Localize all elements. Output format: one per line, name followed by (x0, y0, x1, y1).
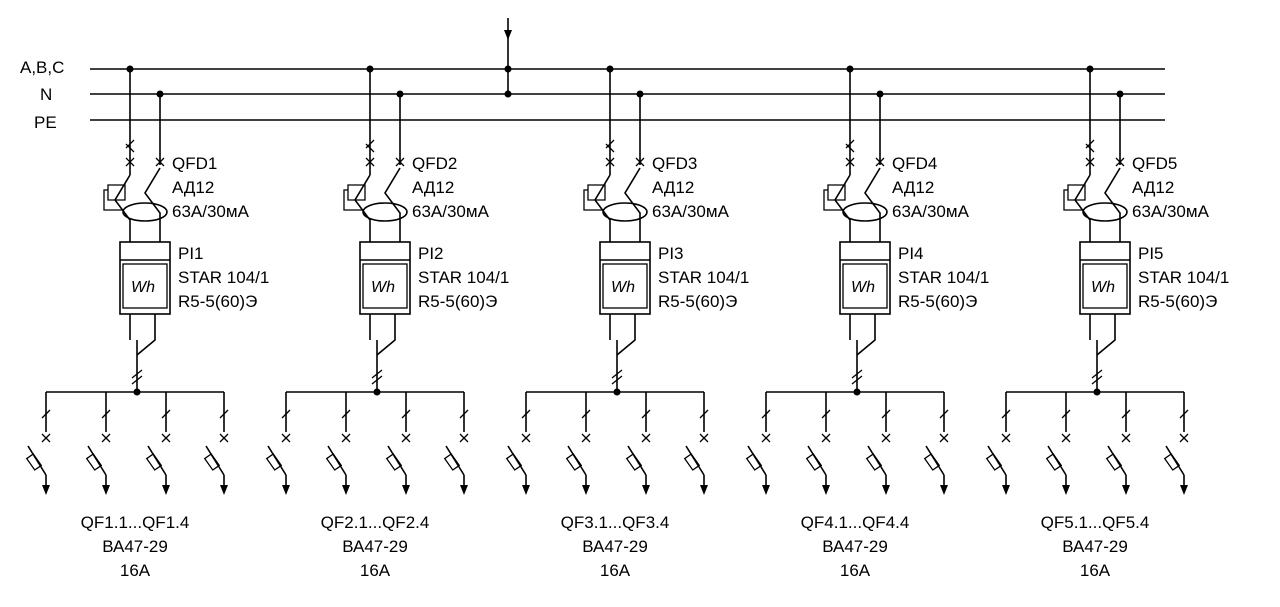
meter-class: R5-5(60)Э (658, 292, 737, 311)
breaker-5-1 (985, 392, 1011, 495)
bus-label-n: N (40, 85, 52, 104)
meter-symbol: Wh (1091, 279, 1115, 296)
rcd-rating: 63А/30мА (652, 202, 730, 221)
meter-symbol: Wh (131, 279, 155, 296)
breaker-1-3 (145, 392, 171, 495)
breakers-rating: 16А (840, 561, 871, 580)
breaker-5-4 (1163, 392, 1189, 495)
bus-label-pe: PE (34, 113, 57, 132)
breaker-5-3 (1105, 392, 1131, 495)
meter-type: STAR 104/1 (418, 268, 509, 287)
breaker-3-4 (683, 392, 709, 495)
breakers-type: ВА47-29 (822, 537, 888, 556)
meter-id: PI5 (1138, 244, 1164, 263)
rcd-type: АД12 (1132, 178, 1174, 197)
breaker-2-1 (265, 392, 291, 495)
meter-type: STAR 104/1 (1138, 268, 1229, 287)
rcd-id: QFD1 (172, 154, 217, 173)
meter-symbol: Wh (851, 279, 875, 296)
breakers-type: ВА47-29 (102, 537, 168, 556)
breaker-3-1 (505, 392, 531, 495)
breakers-id: QF1.1...QF1.4 (81, 513, 190, 532)
meter-symbol: Wh (371, 279, 395, 296)
breakers-rating: 16А (120, 561, 151, 580)
breaker-4-1 (745, 392, 771, 495)
rcd-rating: 63А/30мА (1132, 202, 1210, 221)
breaker-3-3 (625, 392, 651, 495)
breakers-rating: 16А (1080, 561, 1111, 580)
breakers-id: QF2.1...QF2.4 (321, 513, 430, 532)
meter-class: R5-5(60)Э (898, 292, 977, 311)
breaker-4-2 (805, 392, 831, 495)
breakers-rating: 16А (600, 561, 631, 580)
breaker-5-2 (1045, 392, 1071, 495)
rcd-id: QFD3 (652, 154, 697, 173)
breakers-type: ВА47-29 (342, 537, 408, 556)
breaker-2-3 (385, 392, 411, 495)
meter-class: R5-5(60)Э (418, 292, 497, 311)
rcd-rating: 63А/30мА (412, 202, 490, 221)
breaker-3-2 (565, 392, 591, 495)
breakers-rating: 16А (360, 561, 391, 580)
meter-id: PI4 (898, 244, 924, 263)
breakers-id: QF5.1...QF5.4 (1041, 513, 1150, 532)
breaker-2-2 (325, 392, 351, 495)
breaker-4-4 (923, 392, 949, 495)
breaker-1-2 (85, 392, 111, 495)
rcd-rating: 63А/30мА (172, 202, 250, 221)
breaker-4-3 (865, 392, 891, 495)
rcd-type: АД12 (172, 178, 214, 197)
rcd-id: QFD5 (1132, 154, 1177, 173)
meter-class: R5-5(60)Э (1138, 292, 1217, 311)
rcd-id: QFD4 (892, 154, 937, 173)
meter-id: PI2 (418, 244, 444, 263)
meter-type: STAR 104/1 (178, 268, 269, 287)
meter-class: R5-5(60)Э (178, 292, 257, 311)
rcd-type: АД12 (652, 178, 694, 197)
breakers-type: ВА47-29 (1062, 537, 1128, 556)
meter-type: STAR 104/1 (898, 268, 989, 287)
bus-label-abc: A,B,C (20, 58, 64, 77)
meter-symbol: Wh (611, 279, 635, 296)
rcd-rating: 63А/30мА (892, 202, 970, 221)
breaker-1-1 (25, 392, 51, 495)
breakers-id: QF4.1...QF4.4 (801, 513, 910, 532)
breaker-1-4 (203, 392, 229, 495)
meter-id: PI3 (658, 244, 684, 263)
incoming-feeder (504, 18, 512, 98)
rcd-type: АД12 (892, 178, 934, 197)
rcd-type: АД12 (412, 178, 454, 197)
meter-id: PI1 (178, 244, 204, 263)
breakers-type: ВА47-29 (582, 537, 648, 556)
breaker-2-4 (443, 392, 469, 495)
breakers-id: QF3.1...QF3.4 (561, 513, 670, 532)
meter-type: STAR 104/1 (658, 268, 749, 287)
rcd-id: QFD2 (412, 154, 457, 173)
